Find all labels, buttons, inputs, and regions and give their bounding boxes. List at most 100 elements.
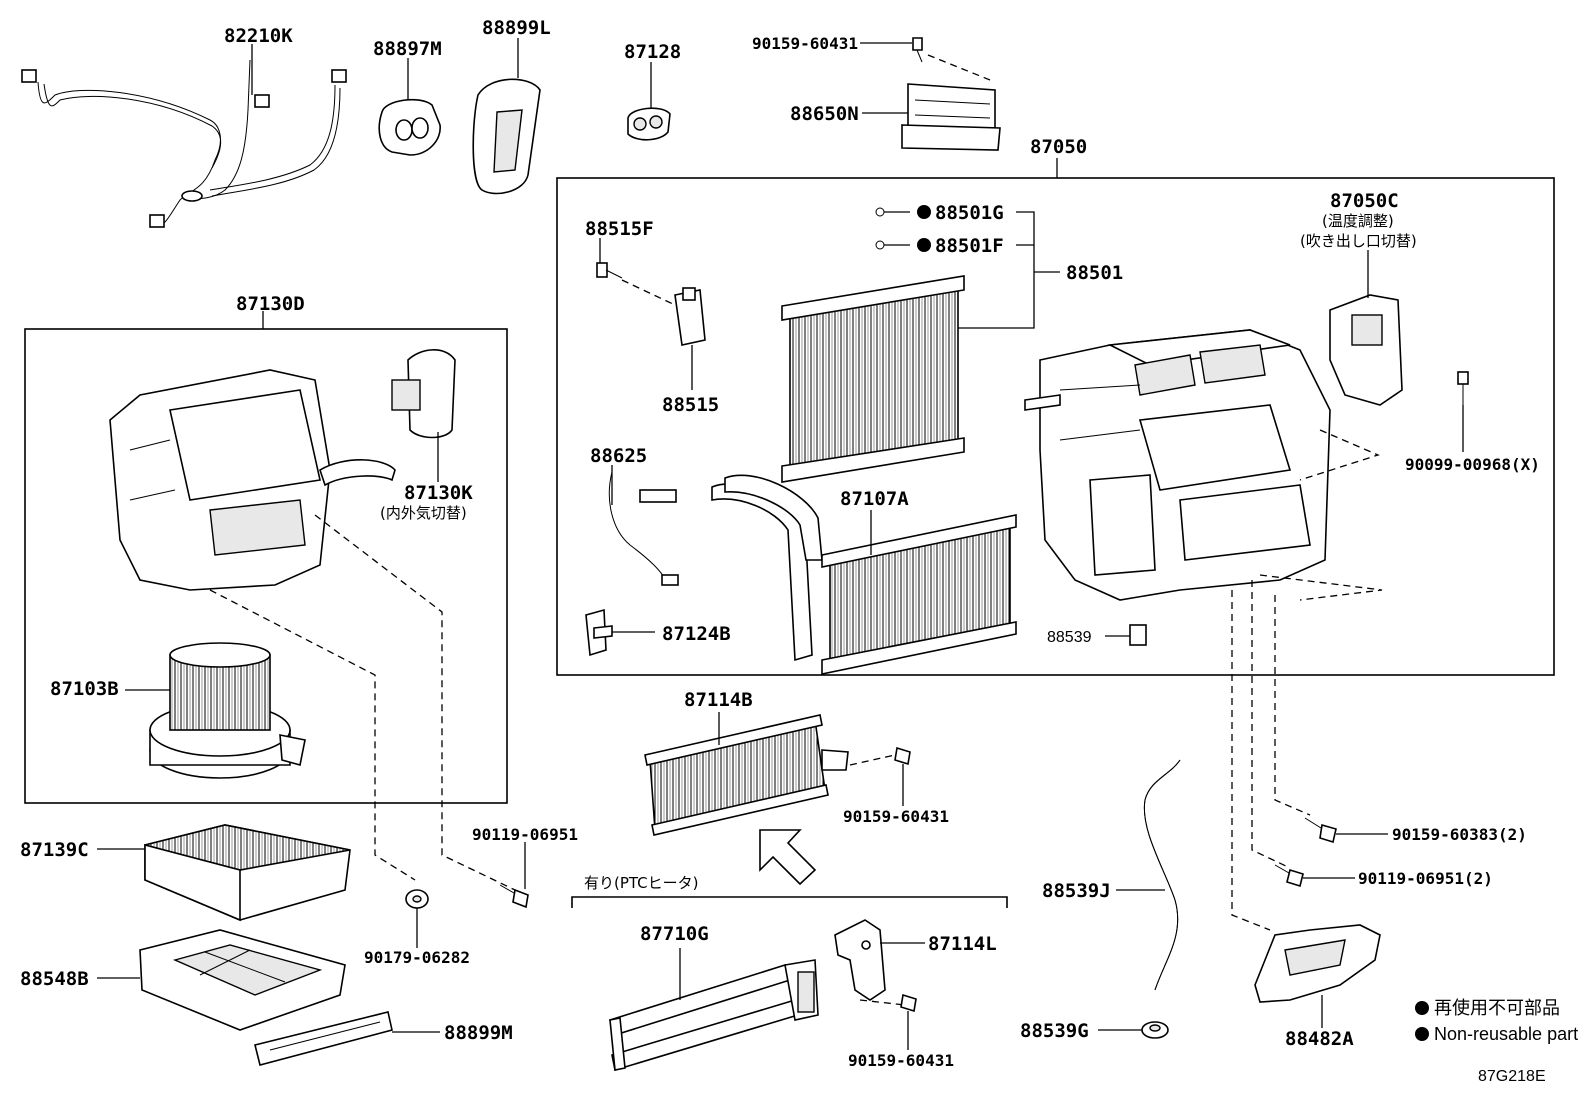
legend-dot-ja — [1415, 1001, 1429, 1015]
o-ring-88501G[interactable] — [875, 207, 885, 217]
legend-dot-en — [1415, 1027, 1429, 1041]
control-module-88650N[interactable] — [901, 83, 1001, 151]
note-87130K: (内外気切替) — [380, 504, 467, 522]
label-87103B[interactable]: 87103B — [50, 678, 119, 700]
label-90159-60431-mid[interactable]: 90159-60431 — [843, 807, 949, 826]
label-87107A[interactable]: 87107A — [840, 488, 909, 510]
leader-88501-bracket — [946, 211, 1060, 329]
thermistor-88625[interactable] — [608, 471, 679, 586]
label-90119-06951-2[interactable]: 90119-06951(2) — [1358, 869, 1493, 888]
dash-case-to-90119-2 — [1251, 580, 1291, 869]
o-ring-88501F[interactable] — [875, 240, 885, 250]
bolt-90159-60431-bot[interactable] — [900, 993, 917, 1013]
dash-case-to-90159-60383 — [1274, 595, 1311, 816]
wire-harness-82210K[interactable] — [21, 59, 347, 228]
direction-arrow — [759, 829, 817, 886]
label-87114L[interactable]: 87114L — [928, 933, 997, 955]
group-frame-87130D — [24, 328, 508, 804]
note-ptc-heater: 有り(PTCヒータ) — [584, 874, 699, 892]
label-88501G[interactable]: 88501G — [935, 202, 1004, 224]
bolt-90119-06951[interactable] — [499, 884, 529, 909]
dash-blower-to-90179 — [209, 589, 416, 881]
label-88539J[interactable]: 88539J — [1042, 880, 1111, 902]
bolt-90159-60431-top[interactable] — [912, 37, 923, 63]
legend-non-reusable-en: Non-reusable part — [1434, 1024, 1578, 1044]
label-88501F[interactable]: 88501F — [935, 235, 1004, 257]
dash-88515F — [621, 279, 676, 306]
blower-case-87130D[interactable] — [109, 369, 396, 591]
grommet-88539G[interactable] — [1141, 1021, 1169, 1039]
clip-87124B[interactable] — [585, 608, 613, 657]
label-87114B[interactable]: 87114B — [684, 689, 753, 711]
label-87130K[interactable]: 87130K — [404, 482, 473, 504]
label-88548B[interactable]: 88548B — [20, 968, 89, 990]
label-87050[interactable]: 87050 — [1030, 136, 1087, 158]
duct-88482A[interactable] — [1254, 924, 1381, 1003]
label-88515F[interactable]: 88515F — [585, 218, 654, 240]
filter-87139C[interactable] — [144, 824, 351, 922]
label-90159-60383[interactable]: 90159-60383(2) — [1392, 825, 1527, 844]
dash-case-to-88482A — [1231, 590, 1271, 931]
ptc-heater-87114B[interactable] — [644, 714, 849, 836]
label-88539[interactable]: 88539 — [1047, 629, 1092, 646]
label-90159-60431-top[interactable]: 90159-60431 — [752, 34, 858, 53]
label-87139C[interactable]: 87139C — [20, 839, 89, 861]
label-88515[interactable]: 88515 — [662, 394, 719, 416]
label-90119-06951[interactable]: 90119-06951 — [472, 825, 578, 844]
heater-87710G[interactable] — [608, 959, 819, 1072]
seal-88899L[interactable] — [472, 78, 541, 195]
reuse-dot-88501G — [917, 205, 931, 219]
label-87710G[interactable]: 87710G — [640, 923, 709, 945]
dash-case-lower — [1259, 574, 1383, 601]
dash-87114L-bolt — [859, 999, 906, 1006]
label-87130D[interactable]: 87130D — [236, 293, 305, 315]
heater-core-87107A[interactable] — [711, 474, 1017, 675]
actuator-87050C[interactable] — [1329, 294, 1403, 406]
expansion-valve-88515[interactable] — [674, 287, 706, 346]
label-87128[interactable]: 87128 — [624, 41, 681, 63]
dash-blower-to-90119 — [314, 514, 516, 891]
blower-motor-87103B[interactable] — [149, 642, 306, 779]
filter-tray-88548B[interactable] — [139, 929, 346, 1031]
label-88625[interactable]: 88625 — [590, 445, 647, 467]
grommet-87128[interactable] — [627, 107, 671, 141]
screw-90099-00968[interactable] — [1457, 371, 1469, 405]
diagram-reference: 87G218E — [1478, 1068, 1546, 1085]
label-90099-00968[interactable]: 90099-00968(X) — [1405, 455, 1540, 474]
reuse-dot-88501F — [917, 238, 931, 252]
label-88482A[interactable]: 88482A — [1285, 1028, 1354, 1050]
pad-88897M[interactable] — [378, 98, 441, 156]
note-87050C-temp: (温度調整) — [1322, 212, 1394, 230]
dash-case-to-screw — [1299, 429, 1380, 481]
label-90179-06282[interactable]: 90179-06282 — [364, 948, 470, 967]
damper-87130K[interactable] — [391, 349, 456, 439]
label-82210K[interactable]: 82210K — [224, 25, 293, 47]
bolt-90159-60383[interactable] — [1304, 817, 1337, 844]
bolt-90159-60431-mid[interactable] — [894, 746, 911, 766]
group-bracket-ptc — [571, 896, 1008, 908]
label-88899M[interactable]: 88899M — [444, 1022, 513, 1044]
plug-88539[interactable] — [1129, 624, 1147, 646]
label-88897M[interactable]: 88897M — [373, 38, 442, 60]
dash-87114B-bolt — [849, 754, 896, 766]
bolt-90119-06951-2[interactable] — [1274, 864, 1304, 888]
evaporator-88501[interactable] — [781, 275, 965, 483]
hose-88539J[interactable] — [1143, 759, 1181, 991]
cover-88899M[interactable] — [254, 1011, 393, 1066]
label-87124B[interactable]: 87124B — [662, 623, 731, 645]
label-88650N[interactable]: 88650N — [790, 103, 859, 125]
group-frame-87050 — [556, 177, 1555, 676]
hvac-case-87050[interactable] — [1024, 329, 1331, 601]
bracket-87114L[interactable] — [834, 919, 886, 1001]
label-88899L[interactable]: 88899L — [482, 17, 551, 39]
legend-non-reusable-ja: 再使用不可部品 — [1434, 998, 1560, 1018]
screw-88515F[interactable] — [596, 262, 623, 279]
dash-bolt-to-88650N — [927, 54, 991, 81]
note-87050C-outlet: (吹き出し口切替) — [1300, 232, 1417, 250]
washer-90179-06282[interactable] — [405, 889, 429, 909]
label-88501[interactable]: 88501 — [1066, 262, 1123, 284]
label-87050C[interactable]: 87050C — [1330, 190, 1399, 212]
label-88539G[interactable]: 88539G — [1020, 1020, 1089, 1042]
label-90159-60431-bot[interactable]: 90159-60431 — [848, 1051, 954, 1070]
